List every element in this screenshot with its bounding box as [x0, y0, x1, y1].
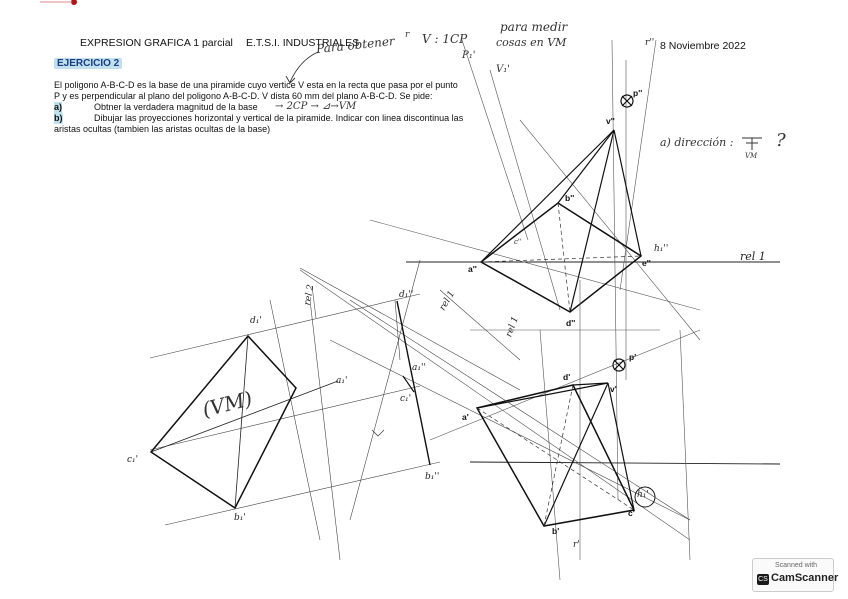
pyramid-edges-vertical — [480, 129, 642, 313]
note-arrow-head — [285, 75, 296, 84]
label-d2: d'' — [566, 318, 576, 328]
label-a1-pp: a₁'' — [412, 363, 426, 373]
item-b-text: Dibujar las proyecciones horizontal y ve… — [94, 113, 464, 123]
label-c1-prime: c₁' — [127, 455, 139, 465]
note-v1: V₁' — [496, 64, 510, 75]
pyramid-edges-horizontal — [476, 382, 635, 527]
note-direccion: a) dirección : — [660, 136, 734, 149]
camscanner-badge: Scanned with CS CamScanner — [752, 558, 838, 592]
exam-date: 8 Noviembre 2022 — [660, 40, 746, 52]
label-e2: e'' — [642, 258, 651, 268]
label-b1: b' — [552, 526, 560, 536]
item-a-text: Obtner la verdadera magnitud de la base — [94, 102, 258, 112]
label-v1: v' — [610, 384, 617, 394]
note-para-medir: para medir — [500, 20, 568, 34]
edge-d1-b1 — [396, 300, 431, 466]
label-c1-pp: c₁' — [400, 394, 412, 404]
label-b1-prime: b₁' — [234, 513, 246, 523]
horizontal-reference-line — [469, 461, 781, 465]
construction-lines-top — [369, 39, 701, 501]
label-r1: r' — [573, 540, 580, 550]
item-b-marker: b) — [54, 113, 63, 124]
red-dot-mark — [71, 0, 77, 5]
label-b1-pp: b₁'' — [425, 472, 440, 482]
note-cp: → 2CP → ⊿→VM — [275, 101, 357, 112]
label-d1-prime: d₁' — [250, 316, 262, 326]
note-question: ? — [776, 130, 786, 151]
label-h1: h₁' — [637, 490, 649, 500]
base-diagonals-vertical — [480, 202, 642, 313]
construction-lines-bottom — [299, 269, 701, 581]
base-diagonals-horizontal — [476, 384, 635, 527]
note-p1: P₁' — [462, 50, 476, 61]
edge-a1-c1 — [402, 375, 415, 393]
true-magnitude-quad — [149, 334, 297, 510]
label-d1-pp: d₁'' — [399, 290, 414, 300]
label-p1: p' — [629, 352, 637, 362]
label-a1: a' — [462, 412, 469, 422]
school-name: E.T.S.I. INDUSTRIALES — [246, 37, 360, 49]
item-a-marker: a) — [54, 102, 63, 113]
label-v2: v'' — [606, 116, 615, 126]
course-title: EXPRESION GRAFICA 1 parcial — [80, 37, 233, 49]
true-magnitude-helpers — [150, 335, 339, 509]
base-quad-horizontal — [475, 384, 636, 527]
note-r-top: r — [405, 30, 410, 40]
construction-lines-left — [149, 259, 691, 561]
label-p2: p'' — [633, 88, 643, 98]
rel2-guide — [311, 285, 317, 319]
p-horizontal-marker — [612, 358, 626, 372]
label-c1: c' — [628, 508, 635, 518]
direction-symbol — [742, 137, 762, 150]
note-v-1cp: V : 1CP — [422, 32, 468, 46]
base-quad-vertical — [479, 202, 643, 313]
item-b-text-2: aristas ocultas (tambien las aristas ocu… — [54, 124, 271, 134]
note-cosas-vm: cosas en VM — [496, 36, 567, 49]
label-c2: c'' — [514, 238, 522, 246]
note-arrow — [289, 51, 319, 83]
camscanner-logo-icon: CS — [757, 574, 769, 585]
statement-line-1: El poligono A-B-C-D es la base de una pi… — [54, 80, 458, 90]
statement-line-2: P y es perpendicular al plano del poligo… — [54, 91, 433, 101]
label-b2: b'' — [565, 193, 575, 203]
note-direccion-vm: VM — [745, 152, 758, 160]
exercise-title: EJERCICIO 2 — [54, 58, 123, 69]
p-vertical-marker — [620, 94, 634, 108]
camscanner-brand: CamScanner — [771, 572, 839, 584]
scanned-with-text: Scanned with — [775, 562, 818, 569]
label-rel1-right: rel 1 — [740, 250, 766, 263]
label-d1: d' — [563, 372, 571, 382]
right-angle-mark — [371, 429, 385, 437]
label-r2: r'' — [645, 38, 655, 48]
label-a2: a'' — [468, 264, 477, 274]
label-a1-p: a₁' — [336, 376, 348, 386]
label-h2: h₁'' — [654, 244, 669, 254]
